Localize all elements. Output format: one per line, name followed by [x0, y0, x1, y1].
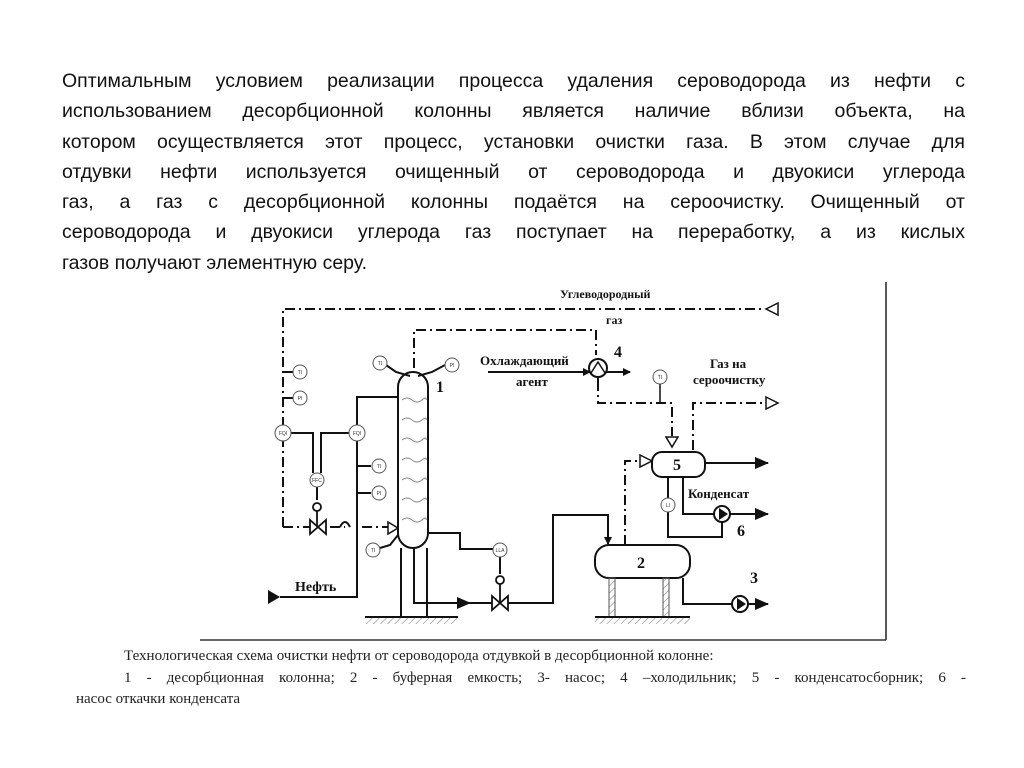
paragraph-line: Оптимальным условием реализации процесса… — [62, 70, 965, 92]
instrument-pi: PI — [450, 363, 455, 369]
label-gas-to-sulfur: Газ на — [710, 356, 747, 371]
instrument-fqi: FQI — [353, 431, 361, 437]
label-number-6: 6 — [737, 523, 745, 540]
inlet-triangle — [387, 520, 400, 536]
label-cooling-agent: Охлаждающий — [480, 353, 569, 368]
label-number-1: 1 — [436, 379, 444, 396]
paragraph-line: использованием десорбционной колонны явл… — [62, 100, 965, 123]
gas-lines-dashdot — [282, 308, 765, 545]
figure-caption: Технологическая схема очистки нефти от с… — [76, 646, 966, 711]
condensate-collector — [651, 451, 706, 478]
instrument-pi: PI — [298, 396, 303, 402]
inlet-triangle — [664, 436, 680, 449]
label-hydrocarbon-gas-2: газ — [606, 313, 622, 327]
desorption-column — [365, 371, 458, 624]
label-number-3: 3 — [750, 570, 758, 587]
instrument-fqi: FQI — [279, 431, 287, 437]
label-number-4: 4 — [614, 344, 622, 361]
buffer-tank — [594, 544, 691, 624]
paragraph-line: отдувки нефти используется очищенный от … — [62, 160, 965, 183]
label-cooling-agent-2: агент — [516, 374, 548, 389]
paragraph-line: газов получают элементную серу. — [62, 251, 368, 274]
label-number-5: 5 — [673, 457, 681, 474]
instrument-ti: TI — [377, 464, 381, 470]
label-gas-to-sulfur-2: сероочистку — [693, 372, 766, 387]
caption-legend-cont: насос откачки конденсата — [76, 691, 241, 707]
gas-outlet-triangle — [764, 301, 779, 317]
instrument-ti: TI — [658, 375, 662, 381]
instrument-ti: TI — [371, 548, 375, 554]
control-valve — [491, 575, 509, 612]
paragraph-line: газ, а газ с десорбционной колонны подаё… — [62, 191, 965, 214]
liquid-lines — [280, 364, 769, 610]
gas-outlet-triangle — [765, 395, 780, 411]
label-hydrocarbon-gas: Углеводородный — [560, 287, 651, 301]
description-paragraph: Оптимальным условием реализации процесса… — [62, 66, 965, 278]
cooler — [588, 358, 608, 381]
pump-6 — [713, 505, 731, 523]
instrument-li: LI — [666, 503, 670, 509]
pump-3 — [731, 595, 749, 613]
instrument-ti: TI — [378, 361, 382, 367]
caption-legend: 1 - десорбционная колонна; 2 - буферная … — [124, 669, 966, 686]
label-condensate: Конденсат — [688, 486, 750, 501]
instrument-pi: PI — [377, 491, 382, 497]
label-oil: Нефть — [295, 580, 337, 595]
inlet-triangle — [639, 453, 654, 469]
instrument-lla: LLA — [496, 548, 506, 554]
label-number-2: 2 — [637, 555, 645, 572]
instrument-ti: TI — [298, 370, 302, 376]
caption-title: Технологическая схема очистки нефти от с… — [124, 648, 714, 664]
oil-inlet-arrow — [268, 590, 280, 604]
instrument-ffc: FFC — [312, 478, 322, 484]
paragraph-line: котором осуществляется этот процесс, уст… — [62, 130, 965, 153]
paragraph-line: сероводорода и двуокиси углерода газ пос… — [62, 221, 965, 244]
oil-inlet-line — [280, 396, 398, 598]
control-valve — [309, 502, 327, 536]
